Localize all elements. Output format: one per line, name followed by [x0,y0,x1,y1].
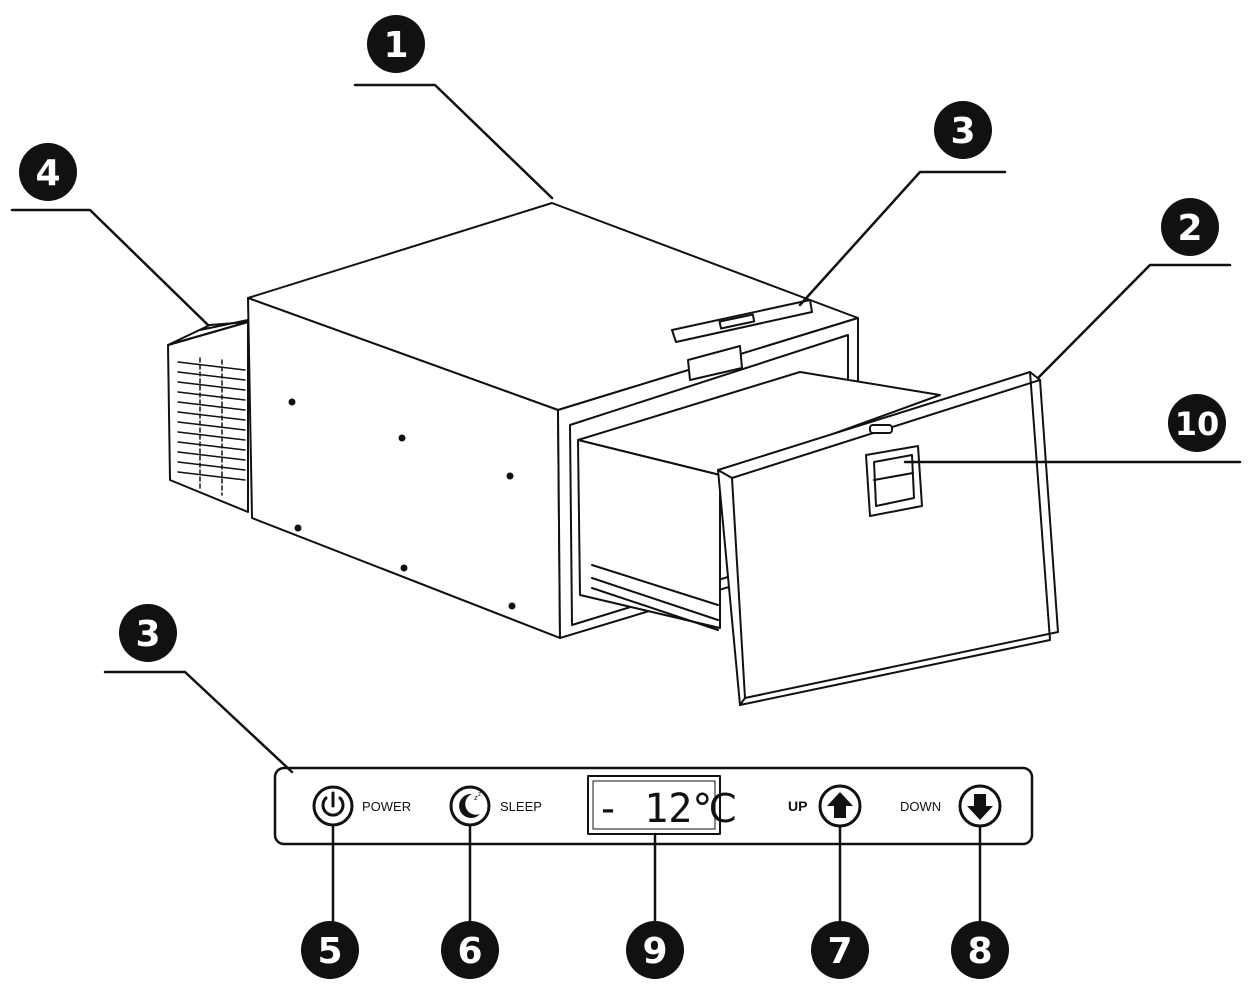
screws [288,398,516,610]
callout-8: 8 [951,921,1009,979]
vent-grille [177,357,246,496]
down-label: DOWN [900,799,941,814]
control-panel: POWER z z SLEEP - 12℃ UP DOWN [273,766,1034,846]
callout-4: 4 [19,143,77,201]
temperature-display: - 12℃ [587,775,737,835]
callout-3-top-number: 3 [950,111,975,152]
callout-9: 9 [626,921,684,979]
callout-3-bottom: 3 [119,604,177,662]
callout-10: 10 [1168,394,1226,452]
callout-1-number: 1 [383,25,408,66]
callout-10-number: 10 [1175,405,1220,443]
power-icon [321,791,345,817]
compressor-housing [167,319,249,513]
callout-7: 7 [811,921,869,979]
display-value: - 12℃ [596,786,737,832]
up-label: UP [788,798,807,814]
callout-4-number: 4 [35,153,60,194]
leader-3-bottom [103,670,294,774]
leader-lines [10,83,1242,927]
down-button[interactable] [958,784,1002,828]
top-control-panel [671,299,813,381]
callout-1: 1 [367,15,425,73]
arrow-down-icon [967,794,993,820]
leader-3-top [798,170,1007,307]
fridge-cabinet [167,202,1059,706]
moon-zz-icon: z z [459,791,481,818]
leader-2 [1036,263,1232,380]
leader-4 [10,208,210,327]
drawer-basket [577,371,941,631]
drawer-front [717,371,1059,706]
sleep-button[interactable]: z z [449,785,491,827]
callout-6-number: 6 [457,931,482,972]
up-button[interactable] [818,784,862,828]
callout-3-top: 3 [934,101,992,159]
power-label: POWER [362,799,411,814]
callout-8-number: 8 [967,931,992,972]
callout-3-bottom-number: 3 [135,614,160,655]
callout-7-number: 7 [827,931,852,972]
sleep-label: SLEEP [500,799,542,814]
power-button[interactable] [312,785,354,827]
callout-6: 6 [441,921,499,979]
callout-9-number: 9 [642,931,667,972]
arrow-up-icon [827,792,853,818]
svg-text:z: z [478,791,481,798]
drawer-handle [865,445,923,517]
callout-2: 2 [1161,198,1219,256]
callout-5: 5 [301,921,359,979]
callout-5-number: 5 [317,931,342,972]
callouts: 1 3 4 2 10 3 5 6 [19,15,1226,979]
callout-2-number: 2 [1177,208,1202,249]
leader-1 [353,83,554,200]
svg-text:z: z [474,794,478,802]
